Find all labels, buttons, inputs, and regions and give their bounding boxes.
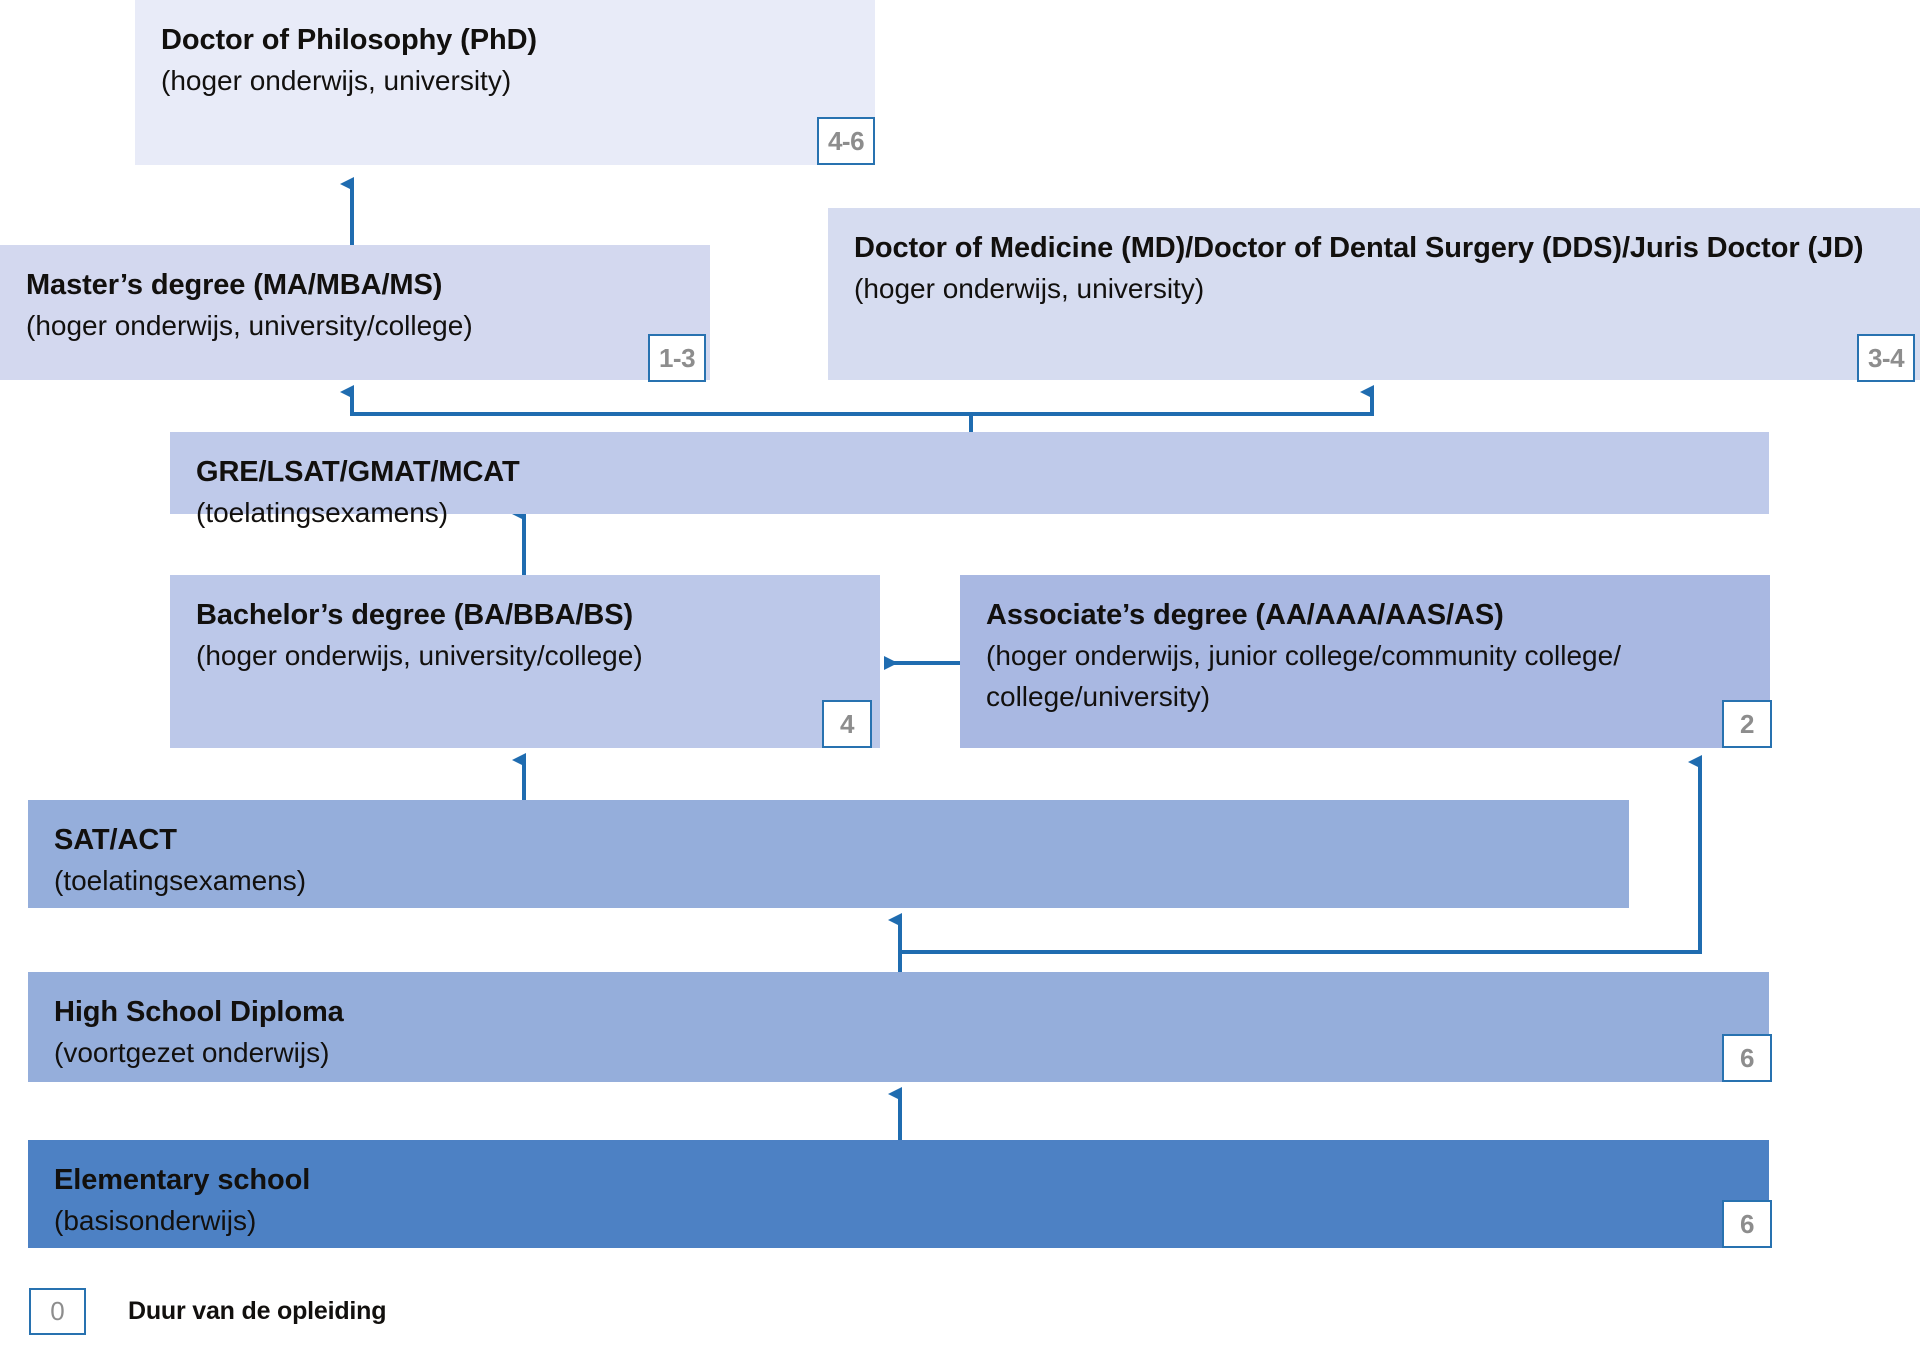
node-elementary-duration-badge: 6 <box>1722 1200 1772 1248</box>
legend-duration-badge: 0 <box>29 1288 86 1335</box>
node-bachelor[interactable]: Bachelor’s degree (BA/BBA/BS) (hoger ond… <box>170 575 880 748</box>
node-elementary-subtitle: (basisonderwijs) <box>54 1205 257 1237</box>
node-master-duration-badge: 1-3 <box>648 334 706 382</box>
node-elementary-title: Elementary school <box>54 1164 311 1196</box>
node-bachelor-duration-badge: 4 <box>822 700 872 748</box>
node-sat[interactable]: SAT/ACT (toelatingsexamens) <box>28 800 1629 908</box>
node-md-subtitle: (hoger onderwijs, university) <box>854 273 1205 305</box>
node-master-subtitle: (hoger onderwijs, university/college) <box>26 310 473 342</box>
node-highschool-title: High School Diploma <box>54 996 344 1028</box>
node-phd-duration-badge: 4-6 <box>817 117 875 165</box>
node-gre[interactable]: GRE/LSAT/GMAT/MCAT (toelatingsexamens) <box>170 432 1769 528</box>
node-phd[interactable]: Doctor of Philosophy (PhD) (hoger onderw… <box>135 0 875 165</box>
node-associate[interactable]: Associate’s degree (AA/AAA/AAS/AS) (hoge… <box>960 575 1770 748</box>
node-associate-subtitle-line1: (hoger onderwijs, junior college/communi… <box>986 640 1621 672</box>
node-highschool[interactable]: High School Diploma (voortgezet onderwij… <box>28 972 1769 1082</box>
arrow-gre-to-master-and-md <box>340 385 1374 432</box>
node-highschool-duration-badge: 6 <box>1722 1034 1772 1082</box>
node-md-title: Doctor of Medicine (MD)/Doctor of Dental… <box>854 232 1864 264</box>
node-gre-subtitle: (toelatingsexamens) <box>196 497 449 529</box>
node-associate-duration-badge: 2 <box>1722 700 1772 748</box>
node-highschool-subtitle: (voortgezet onderwijs) <box>54 1037 330 1069</box>
legend-label: Duur van de opleiding <box>128 1297 387 1325</box>
node-phd-title: Doctor of Philosophy (PhD) <box>161 24 537 56</box>
node-associate-subtitle-line2: college/university) <box>986 681 1211 713</box>
node-master[interactable]: Master’s degree (MA/MBA/MS) (hoger onder… <box>0 245 710 380</box>
node-gre-title: GRE/LSAT/GMAT/MCAT <box>196 456 520 488</box>
node-bachelor-subtitle: (hoger onderwijs, university/college) <box>196 640 643 672</box>
node-sat-subtitle: (toelatingsexamens) <box>54 865 307 897</box>
node-md[interactable]: Doctor of Medicine (MD)/Doctor of Dental… <box>828 208 1920 380</box>
node-sat-title: SAT/ACT <box>54 824 177 856</box>
node-master-title: Master’s degree (MA/MBA/MS) <box>26 269 443 301</box>
node-elementary[interactable]: Elementary school (basisonderwijs) <box>28 1140 1769 1248</box>
node-md-duration-badge: 3-4 <box>1857 334 1915 382</box>
node-associate-subtitle: (hoger onderwijs, junior college/communi… <box>986 637 1744 715</box>
node-bachelor-title: Bachelor’s degree (BA/BBA/BS) <box>196 599 634 631</box>
node-phd-subtitle: (hoger onderwijs, university) <box>161 65 512 97</box>
node-associate-title: Associate’s degree (AA/AAA/AAS/AS) <box>986 599 1504 631</box>
